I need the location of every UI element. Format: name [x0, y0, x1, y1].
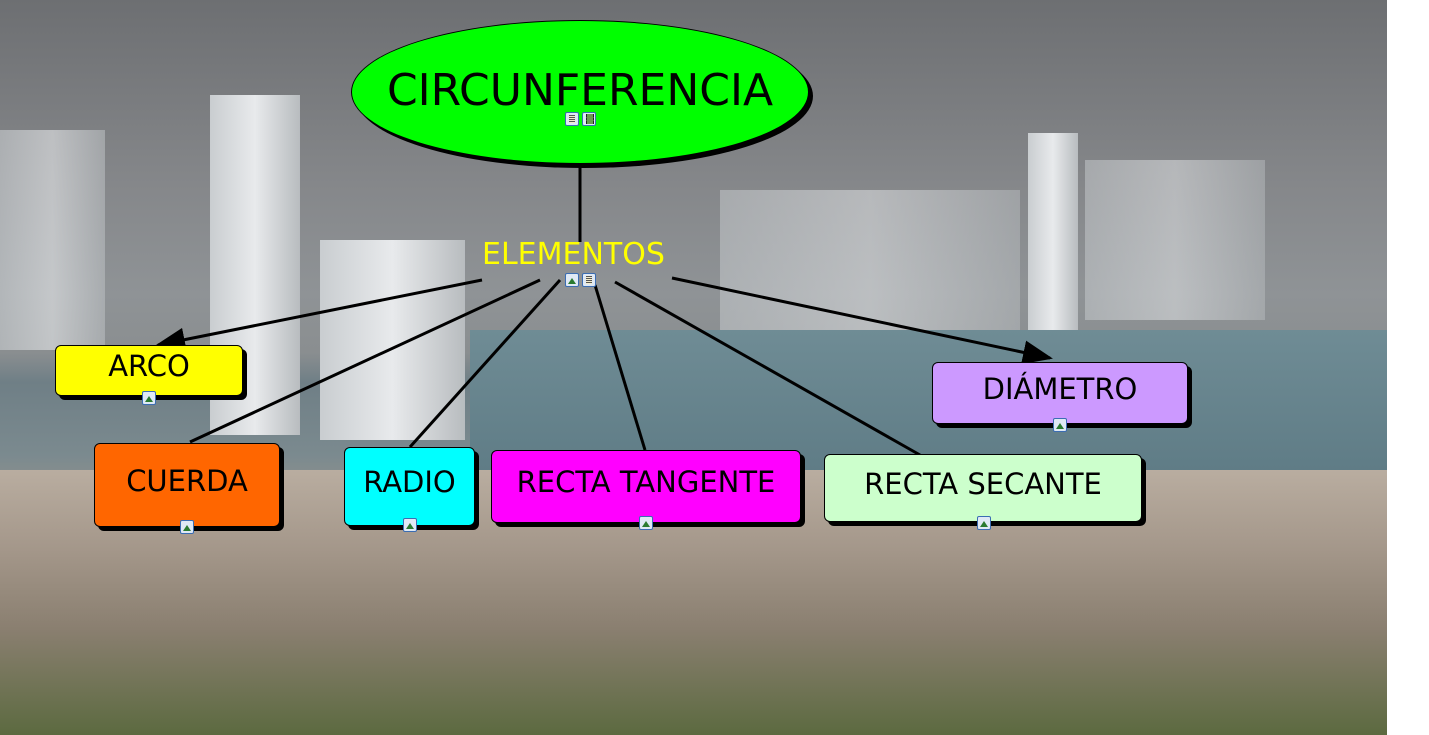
link-arco	[155, 278, 483, 352]
concept-radio[interactable]: RADIO	[344, 447, 475, 526]
link-cuerda	[189, 278, 541, 444]
link-tangente	[593, 284, 647, 451]
concept-arco[interactable]: ARCO	[55, 345, 243, 396]
concept-circunferencia[interactable]: CIRCUNFERENCIA	[351, 20, 809, 164]
document-resource-icon[interactable]	[582, 273, 596, 287]
link-secante	[614, 280, 921, 457]
link-diametro	[671, 276, 1053, 365]
image-resource-icon[interactable]	[1053, 418, 1067, 432]
concept-diametro[interactable]: DIÁMETRO	[932, 362, 1188, 424]
image-resource-icon[interactable]	[639, 516, 653, 530]
concept-cuerda[interactable]: CUERDA	[94, 443, 280, 527]
link-radio	[408, 278, 562, 449]
image-resource-icon[interactable]	[977, 516, 991, 530]
image-resource-icon[interactable]	[565, 273, 579, 287]
linking-phrase-elementos[interactable]: ELEMENTOS	[482, 237, 665, 272]
image-resource-icon[interactable]	[142, 391, 156, 405]
video-resource-icon[interactable]	[582, 112, 596, 126]
image-resource-icon[interactable]	[180, 520, 194, 534]
document-resource-icon[interactable]	[565, 112, 579, 126]
concept-recta-secante[interactable]: RECTA SECANTE	[824, 454, 1142, 522]
image-resource-icon[interactable]	[403, 518, 417, 532]
concept-recta-tangente[interactable]: RECTA TANGENTE	[491, 450, 801, 523]
